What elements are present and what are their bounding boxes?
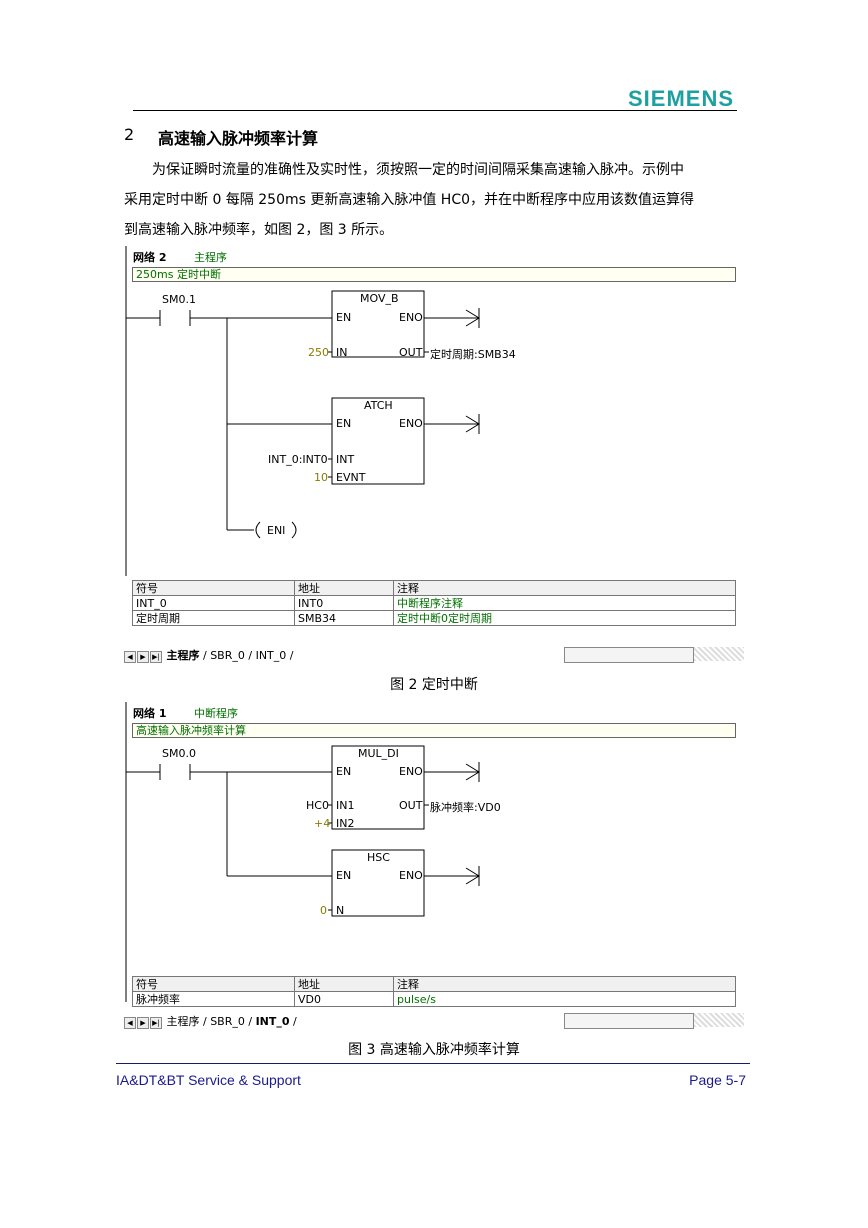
symbol-cell[interactable]: INT_0 bbox=[132, 595, 295, 611]
coil-label: ENI bbox=[267, 524, 286, 537]
paragraph-line: 到高速输入脉冲频率，如图 2，图 3 所示。 bbox=[124, 222, 394, 238]
address-header: 地址 bbox=[294, 580, 394, 596]
network-title: 主程序 bbox=[194, 251, 227, 264]
address-cell[interactable]: VD0 bbox=[294, 991, 394, 1007]
box-name: MOV_B bbox=[360, 292, 399, 305]
section-number: 2 bbox=[124, 125, 135, 144]
footer-left: IA&DT&BT Service & Support bbox=[116, 1072, 301, 1088]
address-cell[interactable]: INT0 bbox=[294, 595, 394, 611]
tab-int0[interactable]: INT_0 bbox=[255, 1015, 290, 1028]
table-row[interactable]: 脉冲频率 VD0 pulse/s bbox=[132, 991, 736, 1007]
box-name: ATCH bbox=[364, 399, 393, 412]
table-row[interactable]: 定时周期 SMB34 定时中断0定时周期 bbox=[132, 610, 736, 626]
symbol-table: 符号 地址 注释 脉冲频率 VD0 pulse/s bbox=[132, 976, 736, 1007]
next-tab-icon[interactable]: ▶ bbox=[137, 1017, 149, 1029]
address-cell[interactable]: SMB34 bbox=[294, 610, 394, 626]
tab-sbr0[interactable]: SBR_0 bbox=[210, 1015, 245, 1028]
header-divider bbox=[133, 110, 737, 111]
symbol-cell[interactable]: 定时周期 bbox=[132, 610, 295, 626]
network-comment[interactable]: 250ms 定时中断 bbox=[132, 267, 736, 282]
operand-value[interactable]: 定时周期:SMB34 bbox=[430, 348, 516, 361]
siemens-logo: SIEMENS bbox=[628, 86, 735, 111]
paragraph-line: 为保证瞬时流量的准确性及实时性，须按照一定的时间间隔采集高速输入脉冲。示例中 bbox=[152, 162, 684, 178]
status-area bbox=[694, 1013, 744, 1027]
footer-page-number: Page 5-7 bbox=[689, 1072, 746, 1088]
operand-value[interactable]: 0 bbox=[320, 904, 327, 917]
tab-main[interactable]: 主程序 bbox=[166, 1015, 200, 1028]
contact-label: SM0.1 bbox=[162, 293, 196, 306]
operand-value[interactable]: 250 bbox=[308, 346, 329, 359]
comment-cell[interactable]: pulse/s bbox=[393, 991, 736, 1007]
symbol-header: 符号 bbox=[132, 580, 295, 596]
figure-2-caption: 图 2 定时中断 bbox=[390, 677, 478, 693]
pin-label: EN bbox=[336, 417, 352, 430]
program-tabs: ◀▶▶| 主程序 / SBR_0 / INT_0 / bbox=[124, 647, 744, 663]
table-row[interactable]: INT_0 INT0 中断程序注释 bbox=[132, 595, 736, 611]
pin-label: IN2 bbox=[336, 817, 355, 830]
body-paragraph: 为保证瞬时流量的准确性及实时性，须按照一定的时间间隔采集高速输入脉冲。示例中 采… bbox=[124, 155, 738, 245]
pin-label: OUT bbox=[399, 346, 423, 359]
section-title: 高速输入脉冲频率计算 bbox=[158, 129, 319, 148]
tab-sbr0[interactable]: SBR_0 bbox=[210, 649, 245, 662]
network-title: 中断程序 bbox=[194, 707, 238, 720]
pin-label: EVNT bbox=[336, 471, 366, 484]
contact-label: SM0.0 bbox=[162, 747, 196, 760]
box-name: MUL_DI bbox=[358, 747, 399, 760]
ladder-diagram bbox=[125, 246, 480, 576]
network-label: 网络 2 bbox=[133, 251, 167, 264]
horizontal-scrollbar[interactable] bbox=[564, 647, 694, 663]
status-area bbox=[694, 647, 744, 661]
comment-header: 注释 bbox=[393, 580, 736, 596]
pin-label: EN bbox=[336, 311, 352, 324]
symbol-table: 符号 地址 注释 INT_0 INT0 中断程序注释 定时周期 SMB34 定时… bbox=[132, 580, 736, 626]
last-tab-icon[interactable]: ▶| bbox=[150, 1017, 162, 1029]
pin-label: EN bbox=[336, 765, 352, 778]
pin-label: ENO bbox=[399, 869, 423, 882]
tab-main[interactable]: 主程序 bbox=[166, 649, 200, 662]
address-header: 地址 bbox=[294, 976, 394, 992]
pin-label: OUT bbox=[399, 799, 423, 812]
horizontal-scrollbar[interactable] bbox=[564, 1013, 694, 1029]
pin-label: EN bbox=[336, 869, 352, 882]
pin-label: ENO bbox=[399, 765, 423, 778]
comment-header: 注释 bbox=[393, 976, 736, 992]
symbol-header: 符号 bbox=[132, 976, 295, 992]
footer-divider bbox=[116, 1063, 750, 1064]
operand-value[interactable]: 10 bbox=[314, 471, 328, 484]
pin-label: ENO bbox=[399, 417, 423, 430]
operand-value[interactable]: INT_0:INT0 bbox=[268, 453, 328, 466]
first-tab-icon[interactable]: ◀ bbox=[124, 1017, 136, 1029]
program-tabs: ◀▶▶| 主程序 / SBR_0 / INT_0 / bbox=[124, 1013, 744, 1029]
comment-cell[interactable]: 中断程序注释 bbox=[393, 595, 736, 611]
figure-2-ladder: 网络 2 主程序 250ms 定时中断 SM0.1 MOV_B EN ENO bbox=[124, 246, 744, 666]
next-tab-icon[interactable]: ▶ bbox=[137, 651, 149, 663]
pin-label: INT bbox=[336, 453, 355, 466]
comment-cell[interactable]: 定时中断0定时周期 bbox=[393, 610, 736, 626]
network-comment[interactable]: 高速输入脉冲频率计算 bbox=[132, 723, 736, 738]
operand-value[interactable]: 脉冲频率:VD0 bbox=[430, 801, 501, 814]
last-tab-icon[interactable]: ▶| bbox=[150, 651, 162, 663]
figure-3-caption: 图 3 高速输入脉冲频率计算 bbox=[348, 1042, 520, 1058]
pin-label: IN1 bbox=[336, 799, 355, 812]
figure-3-ladder: 网络 1 中断程序 高速输入脉冲频率计算 SM0.0 MUL_DI EN ENO… bbox=[124, 702, 744, 1032]
pin-label: N bbox=[336, 904, 345, 917]
first-tab-icon[interactable]: ◀ bbox=[124, 651, 136, 663]
symbol-cell[interactable]: 脉冲频率 bbox=[132, 991, 295, 1007]
operand-value[interactable]: HC0 bbox=[306, 799, 329, 812]
operand-value[interactable]: +4 bbox=[314, 817, 331, 830]
tab-int0[interactable]: INT_0 bbox=[255, 649, 287, 662]
paragraph-line: 采用定时中断 0 每隔 250ms 更新高速输入脉冲值 HC0，并在中断程序中应… bbox=[124, 192, 695, 208]
pin-label: ENO bbox=[399, 311, 423, 324]
pin-label: IN bbox=[336, 346, 348, 359]
box-name: HSC bbox=[367, 851, 390, 864]
network-label: 网络 1 bbox=[133, 707, 167, 720]
ladder-diagram bbox=[125, 702, 480, 1002]
